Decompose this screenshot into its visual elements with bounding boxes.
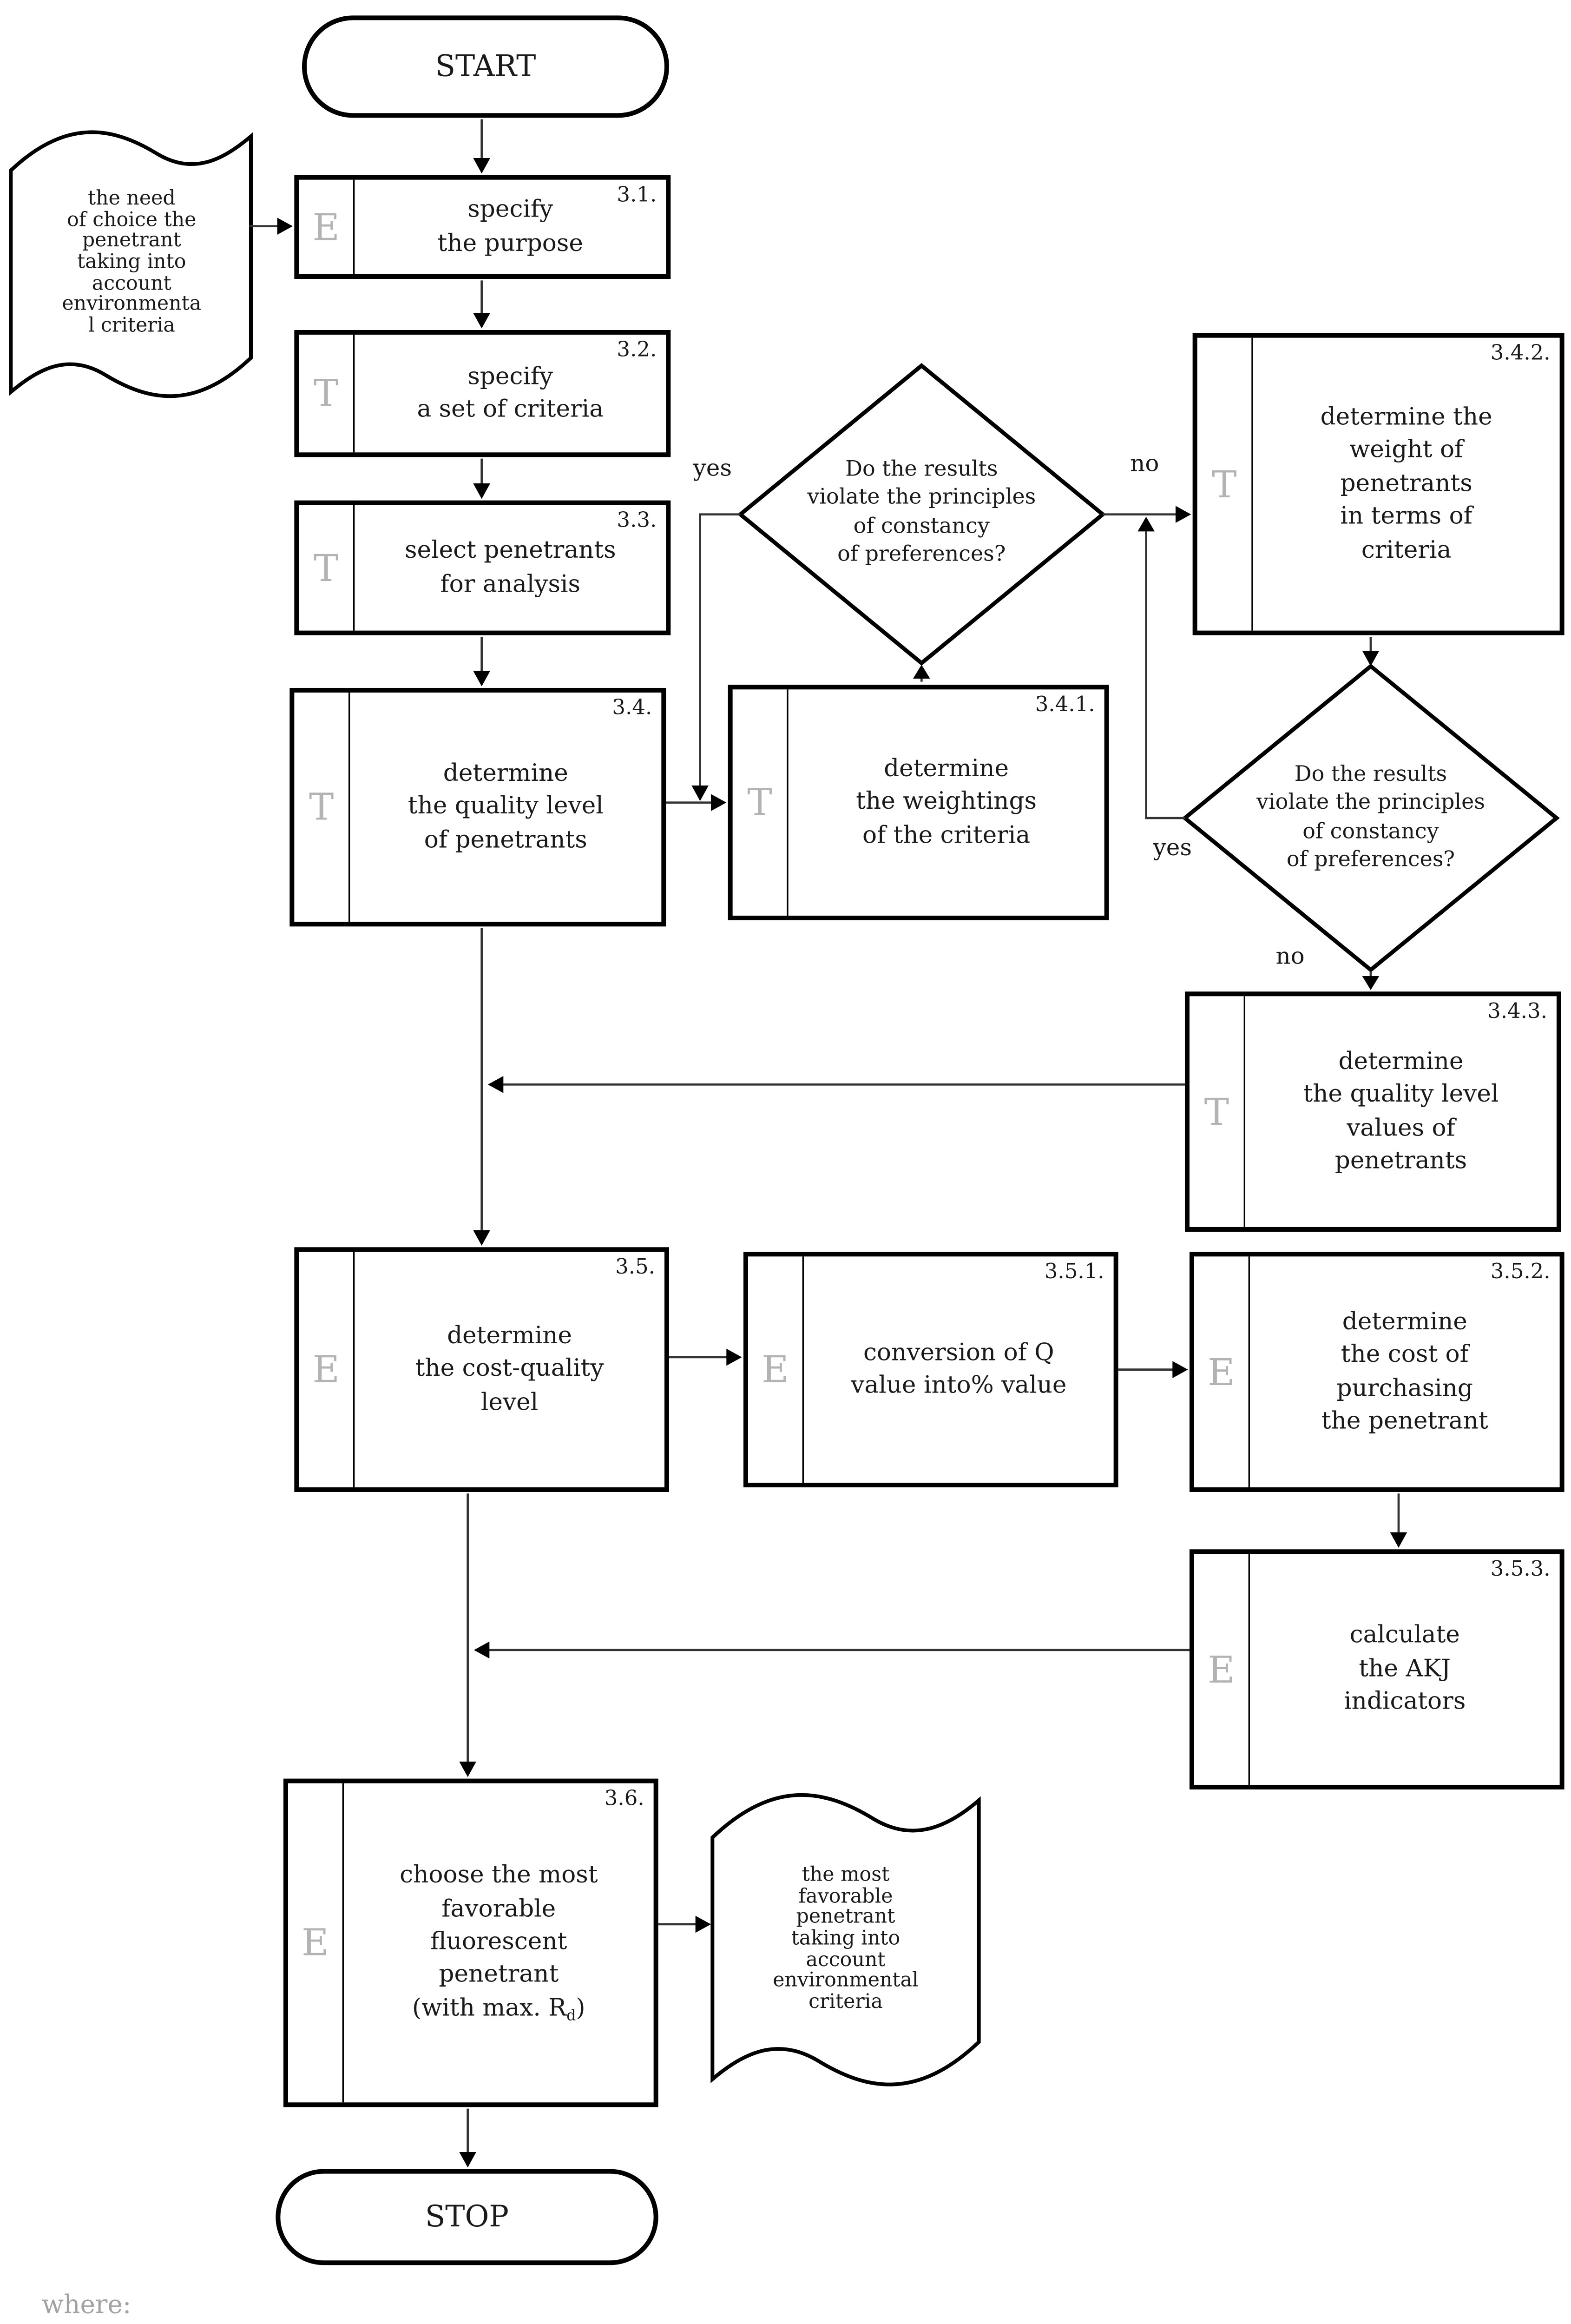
input-document-shape	[9, 130, 253, 398]
step-text-close: )	[576, 1993, 585, 2021]
step-text: determine the quality level values of pe…	[1303, 1047, 1499, 1175]
arrow-3-4-3-merge-left	[487, 1076, 1185, 1093]
step-number: 3.3.	[617, 508, 657, 533]
step-number: 3.4.1.	[1035, 692, 1095, 718]
arrow-diamond2-yes-loop	[1137, 516, 1185, 819]
decision-1-no-label: no	[1130, 449, 1159, 477]
subscript-d: d	[566, 2007, 576, 2025]
arrow-3-4-2-to-diamond2	[1362, 636, 1380, 667]
step-text: determine the cost-quality level	[415, 1321, 604, 1416]
performer-label: E	[299, 179, 355, 274]
arrow-3-2-to-3-3	[473, 458, 490, 499]
performer-label: E	[1194, 1256, 1250, 1487]
step-text: specify a set of criteria	[417, 362, 604, 423]
arrow-start-to-3-1	[473, 119, 490, 174]
step-box-3-4-2: T 3.4.2. determine the weight of penetra…	[1192, 333, 1564, 635]
step-box-3-2: T 3.2. specify a set of criteria	[294, 330, 671, 457]
step-box-3-5-3: E 3.5.3. calculate the AKJ indicators	[1189, 1549, 1564, 1789]
step-box-3-4-3: T 3.4.3. determine the quality level val…	[1184, 991, 1561, 1232]
step-box-3-6: E 3.6. choose the most favorable fluores…	[283, 1778, 658, 2107]
step-box-3-1: E 3.1. specify the purpose	[294, 175, 671, 279]
step-text: calculate the AKJ indicators	[1344, 1621, 1466, 1716]
step-box-3-5-2: E 3.5.2. determine the cost of purchasin…	[1189, 1252, 1564, 1492]
step-number: 3.4.3.	[1487, 999, 1547, 1024]
step-text: determine the weight of penetrants in te…	[1320, 403, 1492, 563]
legend-where: where:	[41, 2290, 131, 2319]
performer-label: E	[1194, 1554, 1250, 1785]
step-box-3-4: T 3.4. determine the quality level of pe…	[289, 687, 666, 927]
step-number: 3.5.3.	[1490, 1557, 1551, 1582]
step-box-3-5-1: E 3.5.1. conversion of Q value into% val…	[743, 1252, 1118, 1487]
step-box-3-3: T 3.3. select penetrants for analysis	[294, 500, 671, 635]
step-number: 3.1.	[617, 183, 657, 208]
output-document-text: the most favorable penetrant taking into…	[773, 1863, 919, 2014]
arrow-input-doc-to-3-1	[249, 218, 293, 235]
step-box-3-4-1: T 3.4.1. determine the weightings of the…	[728, 685, 1109, 920]
decision-diamond-1	[737, 363, 1106, 666]
step-number: 3.6.	[604, 1786, 644, 1811]
arrow-3-5-to-3-6	[459, 1493, 476, 1777]
performer-label: E	[288, 1783, 344, 2103]
performer-label: T	[1190, 996, 1245, 1227]
performer-label: T	[294, 692, 350, 922]
decision-2-no-label: no	[1275, 942, 1305, 970]
step-number: 3.5.2.	[1490, 1259, 1551, 1285]
step-number: 3.5.1.	[1044, 1259, 1104, 1285]
performer-label: T	[1197, 337, 1253, 631]
performer-label: E	[748, 1256, 804, 1483]
arrow-diamond2-no-to-3-4-3	[1362, 971, 1380, 990]
input-document-text: the need of choice the penetrant taking …	[62, 187, 202, 338]
step-text: specify the purpose	[437, 195, 583, 257]
step-text: determine the cost of purchasing the pen…	[1321, 1307, 1488, 1435]
step-number: 3.2.	[617, 337, 657, 363]
arrow-3-4-to-3-5	[473, 928, 490, 1246]
step-text: determine the weightings of the criteria	[856, 754, 1037, 849]
performer-label: E	[299, 1252, 355, 1487]
arrow-3-5-3-merge-left	[473, 1641, 1190, 1659]
arrow-3-1-to-3-2	[473, 280, 490, 329]
decision-1-yes-label: yes	[693, 454, 732, 482]
arrow-diamond1-yes-loop	[691, 513, 741, 801]
step-text: determine the quality level of penetrant…	[408, 759, 604, 853]
step-text: select penetrants for analysis	[404, 536, 616, 597]
decision-diamond-2	[1182, 663, 1560, 973]
arrow-3-5-2-to-3-5-3	[1390, 1493, 1407, 1548]
arrow-3-4-1-to-diamond1	[913, 664, 930, 682]
decision-2-text: Do the results violate the principles of…	[1256, 762, 1485, 872]
step-number: 3.4.	[612, 695, 652, 720]
performer-label: T	[733, 689, 789, 916]
stop-terminal: STOP	[276, 2169, 658, 2265]
step-box-3-5: E 3.5. determine the cost-quality level	[294, 1247, 669, 1492]
start-terminal: START	[302, 15, 669, 118]
arrow-3-6-to-stop	[459, 2108, 476, 2168]
arrow-3-5-1-to-3-5-2	[1118, 1361, 1188, 1378]
arrow-3-6-to-output-doc	[658, 1915, 711, 1933]
output-document-shape	[710, 1793, 981, 2086]
arrow-diamond1-no-to-3-4-2	[1103, 506, 1191, 523]
step-number: 3.4.2.	[1490, 341, 1551, 366]
performer-label: T	[299, 334, 355, 453]
step-number: 3.5.	[615, 1254, 655, 1280]
arrow-3-4-to-3-4-1	[666, 794, 727, 811]
decision-2-yes-label: yes	[1153, 833, 1192, 862]
step-text: conversion of Q value into% value	[851, 1338, 1067, 1399]
performer-label: T	[299, 505, 355, 631]
arrow-3-3-to-3-4	[473, 636, 490, 687]
step-text-main: choose the most favorable fluorescent pe…	[400, 1861, 598, 2021]
arrow-3-5-to-3-5-1	[669, 1348, 742, 1366]
step-text: choose the most favorable fluorescent pe…	[400, 1860, 598, 2027]
decision-1-text: Do the results violate the principles of…	[807, 457, 1036, 568]
